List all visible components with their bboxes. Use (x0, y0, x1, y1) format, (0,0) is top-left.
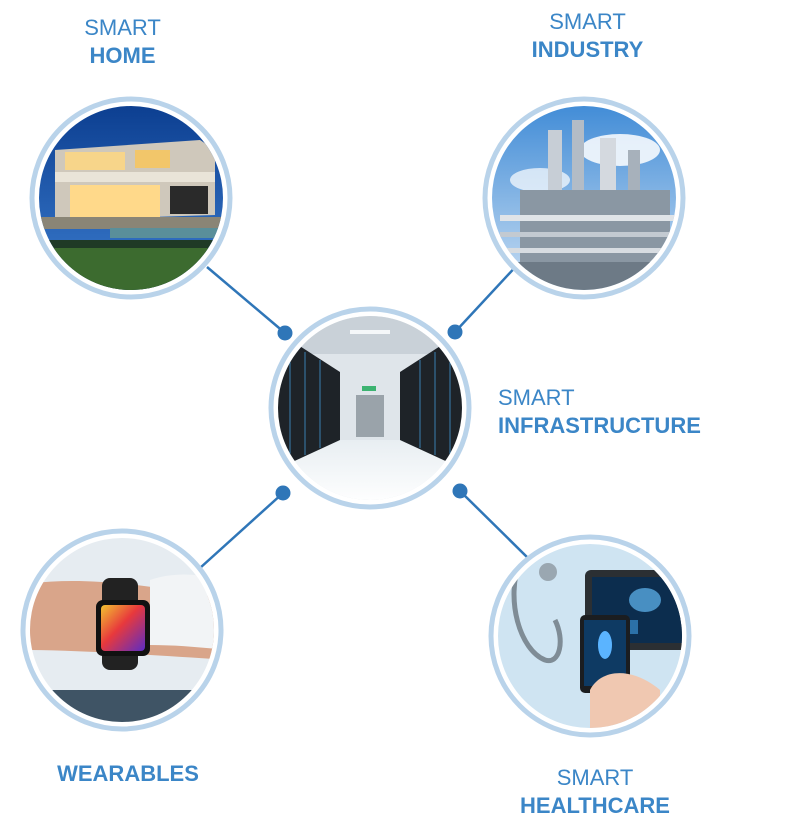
label-smart-industry: SMART INDUSTRY (505, 8, 670, 63)
smart-industry-line2: INDUSTRY (531, 36, 644, 62)
connector-industry (447, 261, 521, 340)
connector-wearables (199, 485, 291, 569)
label-smart-healthcare: SMART HEALTHCARE (510, 764, 680, 819)
smart-home-line2: HOME (89, 42, 156, 68)
smart-industry-line1: SMART (549, 9, 626, 34)
house-image (29, 96, 233, 300)
label-wearables: WEARABLES (28, 760, 228, 788)
connector-healthcare (452, 483, 531, 561)
smart-healthcare-line1: SMART (556, 765, 634, 790)
connector-home (206, 266, 293, 341)
label-smart-home: SMART HOME (50, 14, 195, 69)
smart-home-line1: SMART (84, 15, 161, 40)
server-room-image (268, 306, 472, 510)
smart-healthcare-line2: HEALTHCARE (520, 792, 670, 818)
wearables-line2: WEARABLES (57, 761, 199, 786)
refinery-image (482, 96, 686, 300)
smartwatch-image (20, 528, 224, 732)
smart-infrastructure-line2: INFRASTRUCTURE (498, 412, 701, 438)
smart-infrastructure-line1: SMART (498, 385, 575, 410)
medical-tablet-image (488, 534, 692, 738)
label-smart-infrastructure: SMART INFRASTRUCTURE (498, 384, 788, 439)
